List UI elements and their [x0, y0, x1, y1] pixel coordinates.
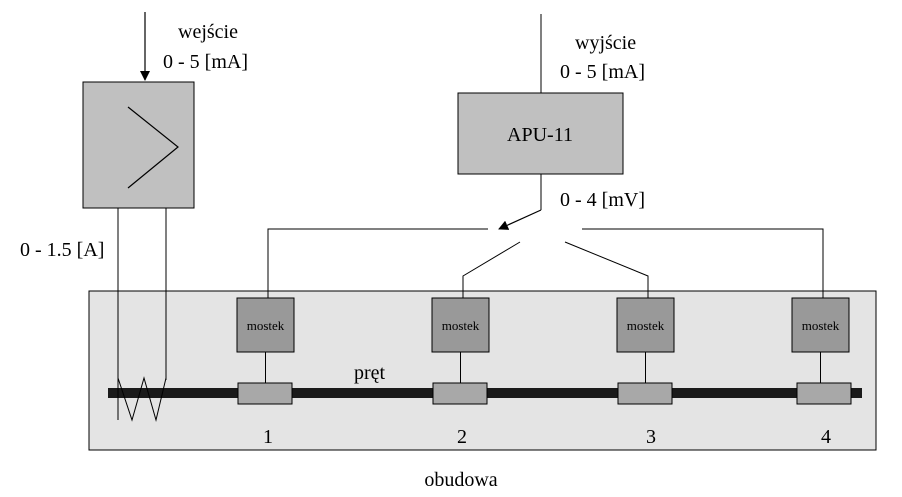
bridge-number-3: 3: [646, 426, 656, 448]
bridge-label: mostek: [442, 318, 480, 333]
bridge-number-2: 2: [457, 426, 467, 448]
current-range-label: 0 - 1.5 [A]: [20, 239, 104, 261]
apu-title: APU-11: [507, 124, 573, 146]
apu-input-range-label: 0 - 4 [mV]: [560, 189, 645, 211]
switch-arm: [498, 209, 542, 230]
bridge-4: mostek: [791, 297, 852, 405]
wire-bridge-1: [267, 228, 488, 298]
bridge-label: mostek: [247, 318, 285, 333]
wire-bridge-3: [564, 241, 649, 298]
bridge-label: mostek: [802, 318, 840, 333]
amplifier-symbol: [127, 106, 179, 189]
bridge-1: mostek: [236, 297, 295, 405]
bridge-number-4: 4: [821, 426, 831, 448]
bridge-number-1: 1: [263, 426, 273, 448]
bridge-label: mostek: [627, 318, 665, 333]
rod-label: pręt: [354, 362, 386, 384]
sensor-3: [617, 382, 673, 405]
output-range-label: 0 - 5 [mA]: [560, 61, 645, 83]
wire-bridge-4: [582, 228, 824, 298]
housing-label: obudowa: [424, 469, 497, 491]
input-label: wejście: [178, 21, 238, 43]
heater-coil: [117, 376, 167, 422]
wire-bridge-2: [462, 241, 521, 298]
amplifier-box: [82, 81, 195, 209]
sensor-1: [237, 382, 293, 405]
output-label: wyjście: [575, 32, 636, 54]
apu-box: [457, 92, 624, 175]
sensor-4: [796, 382, 852, 405]
bridge-3: mostek: [616, 297, 675, 405]
sensor-2: [432, 382, 488, 405]
input-range-label: 0 - 5 [mA]: [163, 51, 248, 73]
bridge-2: mostek: [431, 297, 490, 405]
